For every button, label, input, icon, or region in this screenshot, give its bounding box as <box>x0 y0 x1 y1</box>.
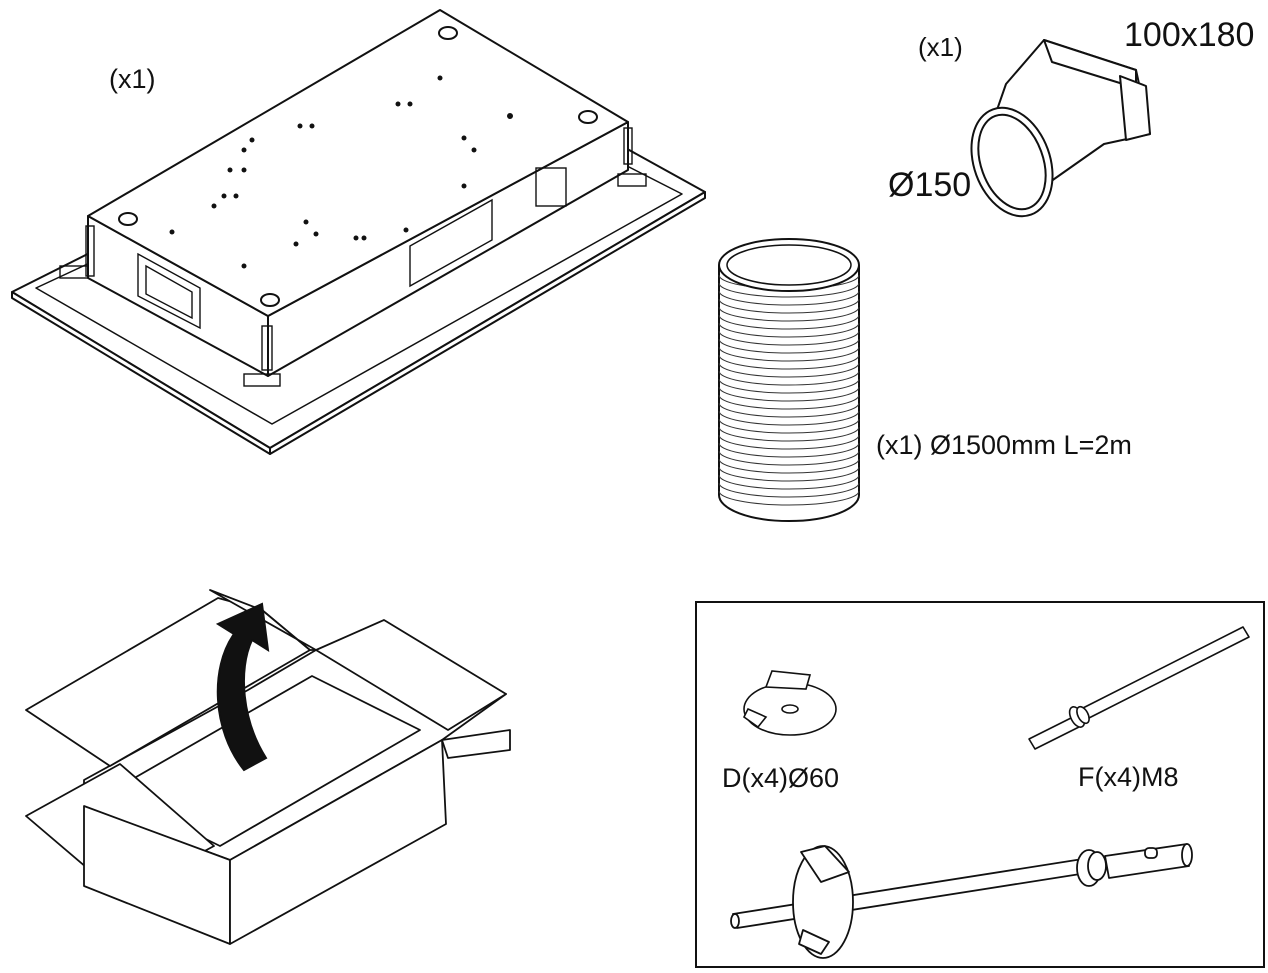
adapter-rect-size-label: 100x180 <box>1124 16 1255 54</box>
bolt-f-icon <box>1028 626 1250 750</box>
reducer-adapter-drawing <box>970 39 1151 218</box>
flexible-duct-drawing <box>718 238 860 522</box>
hood-unit-drawing <box>11 9 706 455</box>
adapter-round-size-label: Ø150 <box>888 166 972 204</box>
adapter-quantity-label: (x1) <box>918 32 963 62</box>
hood-quantity-label: (x1) <box>109 64 156 94</box>
washer-d-icon <box>742 670 837 736</box>
part-f-label: F(x4)M8 <box>1078 762 1179 792</box>
duct-label: (x1) Ø1500mm L=2m <box>876 430 1132 460</box>
part-d-label: D(x4)Ø60 <box>722 763 840 793</box>
open-box-drawing <box>25 589 511 945</box>
assembled-fixing-icon <box>730 843 1193 959</box>
fixing-kit-panel <box>695 601 1265 968</box>
